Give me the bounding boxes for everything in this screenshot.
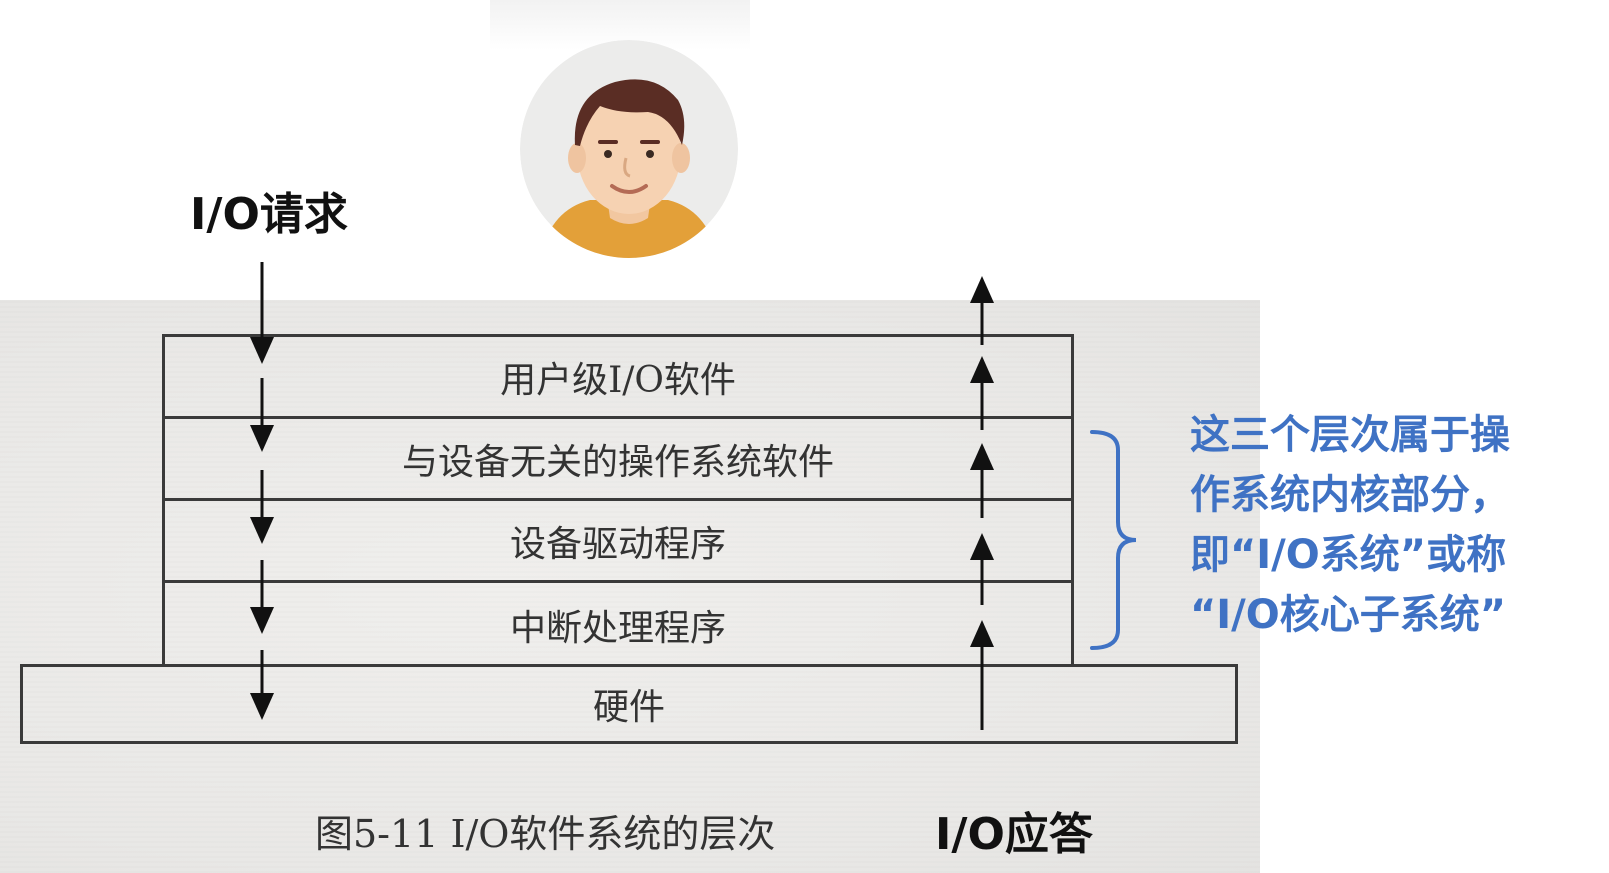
annotation-line: 作系统内核部分， — [1190, 472, 1510, 518]
kernel-annotation: 这三个层次属于操 作系统内核部分， 即“I/O系统”或称 “I/O核心子系统” — [1190, 405, 1600, 645]
scanned-figure-background — [0, 300, 1260, 873]
annotation-line: 即“I/O系统”或称 — [1190, 532, 1507, 578]
io-response-label: I/O应答 — [935, 809, 1093, 860]
layer-user-level-io-software: 用户级I/O软件 — [165, 337, 1071, 419]
layer-device-independent-os-software: 与设备无关的操作系统软件 — [165, 419, 1071, 501]
annotation-line: 这三个层次属于操 — [1190, 412, 1510, 458]
io-request-label: I/O请求 — [190, 189, 348, 240]
layer-hardware: 硬件 — [20, 664, 1238, 744]
avatar-illustration — [520, 40, 738, 258]
presenter-avatar — [520, 40, 738, 258]
layer-device-driver: 设备驱动程序 — [165, 501, 1071, 583]
kernel-layer-stack: 用户级I/O软件 与设备无关的操作系统软件 设备驱动程序 中断处理程序 — [162, 334, 1074, 664]
annotation-line: “I/O核心子系统” — [1190, 592, 1507, 638]
figure-caption: 图5-11 I/O软件系统的层次 — [315, 812, 776, 856]
layer-interrupt-handler: 中断处理程序 — [509, 608, 726, 649]
